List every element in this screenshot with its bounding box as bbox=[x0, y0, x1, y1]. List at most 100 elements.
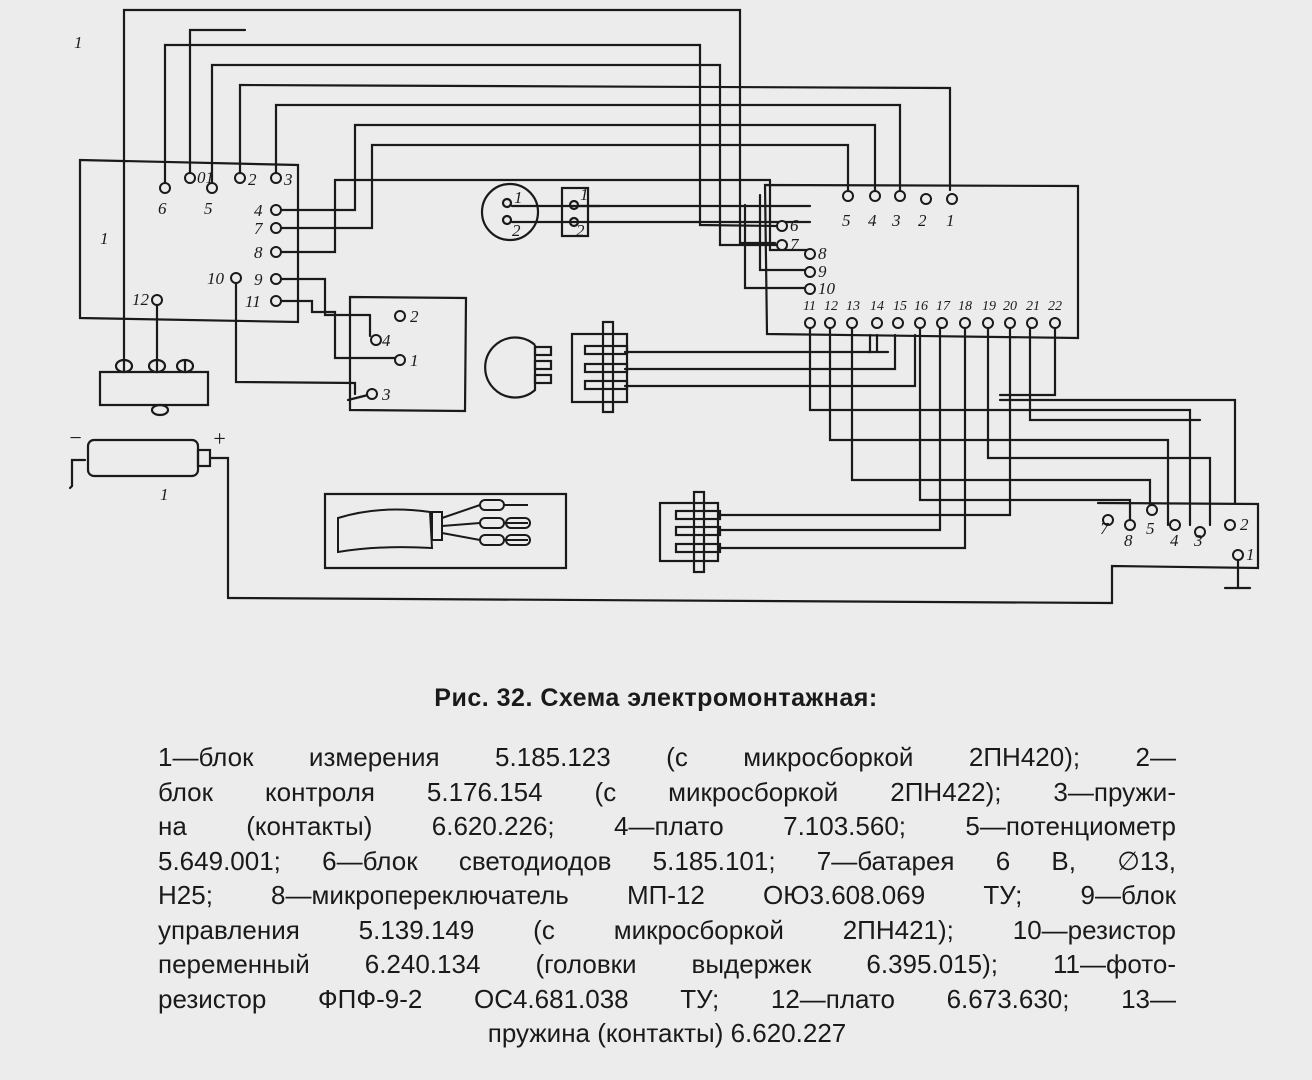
caption-line: 5.649.001; 6—блок светодиодов 5.185.101;… bbox=[158, 845, 1176, 876]
pin-label: 18 bbox=[958, 299, 972, 314]
pin-circle bbox=[1224, 519, 1236, 531]
pin-circle bbox=[270, 273, 282, 285]
pin-label: 3 bbox=[891, 211, 901, 230]
pin-circle bbox=[846, 317, 858, 329]
pin-circle bbox=[270, 204, 282, 216]
pin-circle bbox=[206, 182, 218, 194]
pin-circle bbox=[804, 283, 816, 295]
pin-circle bbox=[824, 317, 836, 329]
pin-circle bbox=[270, 246, 282, 258]
pin-label: 4 bbox=[868, 211, 877, 230]
pin-label: 6 bbox=[790, 216, 799, 235]
wiring-diagram: 1 1 6 01 5 2 3 4 7 8 9 11 10 12 2 4 1 3 … bbox=[68, 8, 1260, 605]
pin-label: 7 bbox=[1100, 519, 1110, 538]
pin-label: 12 bbox=[824, 299, 838, 314]
led-socket bbox=[570, 332, 629, 404]
pin-label: 3 bbox=[381, 385, 391, 404]
pin-circle bbox=[776, 239, 788, 251]
pin-label: 13 bbox=[846, 299, 860, 314]
pin-circle bbox=[842, 190, 854, 202]
pin-circle bbox=[234, 172, 246, 184]
pin-label: 2 bbox=[1240, 515, 1249, 534]
pin-circle bbox=[914, 317, 926, 329]
spring-contacts bbox=[98, 370, 210, 407]
pin-label: 21 bbox=[1026, 299, 1040, 314]
block-control-outline bbox=[763, 183, 1080, 340]
pin-label: 6 bbox=[158, 199, 167, 218]
pin-circle bbox=[370, 334, 382, 346]
small-connector bbox=[560, 186, 590, 238]
pin-circle bbox=[869, 190, 881, 202]
micro-switch bbox=[658, 501, 720, 563]
pin-circle bbox=[1146, 504, 1158, 516]
left-mark: 1 bbox=[74, 33, 83, 52]
caption-line: переменный 6.240.134 (головки выдержек 6… bbox=[158, 949, 1176, 979]
pin-label: 11 bbox=[803, 299, 816, 314]
pin-circle bbox=[159, 182, 171, 194]
pin-label: 8 bbox=[254, 243, 263, 262]
pin-circle bbox=[776, 220, 788, 232]
pin-label: 01 bbox=[197, 168, 214, 187]
pin-circle bbox=[892, 317, 904, 329]
pin-label: 12 bbox=[132, 290, 150, 309]
plate-outline bbox=[348, 295, 468, 413]
caption-line: блок контроля 5.176.154 (с микросборкой … bbox=[158, 776, 1176, 807]
pin-circle bbox=[804, 266, 816, 278]
pin-circle bbox=[936, 317, 948, 329]
pin-label: 1 bbox=[410, 351, 419, 370]
pin-label: 10 bbox=[818, 279, 836, 298]
pin-label: 7 bbox=[254, 219, 264, 238]
pin-label: 22 bbox=[1048, 299, 1062, 314]
pin-label: 7 bbox=[790, 235, 800, 254]
pin-label: 20 bbox=[1003, 299, 1017, 314]
pin-label: 5 bbox=[842, 211, 851, 230]
pin-circle bbox=[894, 190, 906, 202]
pin-label: 8 bbox=[1124, 531, 1133, 550]
pin-label: 4 bbox=[1170, 531, 1179, 550]
pin-circle bbox=[270, 172, 282, 184]
pin-circle bbox=[946, 193, 958, 205]
pin-circle bbox=[1232, 549, 1244, 561]
led-body bbox=[484, 336, 537, 399]
pin-circle bbox=[394, 354, 406, 366]
block-measure-outline bbox=[78, 158, 300, 324]
pin-circle bbox=[1004, 317, 1016, 329]
pin-label: 2 bbox=[248, 170, 257, 189]
pin-label: 9 bbox=[254, 270, 263, 289]
figure-caption: 1—блок измерения 5.185.123 (с микросборк… bbox=[158, 740, 1176, 1051]
battery-minus: − bbox=[68, 425, 83, 450]
pin-label: 3 bbox=[283, 170, 293, 189]
figure-title: Рис. 32. Схема электромонтажная: bbox=[434, 684, 878, 712]
block-measure-label: 1 bbox=[100, 229, 109, 248]
pin-label: 4 bbox=[382, 331, 391, 350]
pin-circle bbox=[366, 388, 378, 400]
pin-label: 10 bbox=[207, 269, 225, 288]
pin-label: 14 bbox=[870, 299, 884, 314]
pin-circle bbox=[1169, 519, 1181, 531]
caption-line: Н25; 8—микропереключатель МП-12 ОЮ3.608.… bbox=[158, 880, 1176, 910]
battery-label: 1 bbox=[160, 485, 169, 504]
pin-circle bbox=[982, 317, 994, 329]
caption-line: пружина (контакты) 6.620.227 bbox=[487, 1018, 847, 1048]
pin-circle bbox=[1026, 317, 1038, 329]
pin-circle bbox=[230, 272, 242, 284]
pin-circle bbox=[270, 222, 282, 234]
scale-panel-outline bbox=[323, 492, 568, 570]
block-right-outline bbox=[226, 501, 1260, 605]
pin-label: 16 bbox=[914, 299, 928, 314]
pin-label: 1 bbox=[580, 185, 589, 204]
pin-circle bbox=[1124, 519, 1136, 531]
pin-label: 1 bbox=[1246, 545, 1255, 564]
caption-line: на (контакты) 6.620.226; 4—плато 7.103.5… bbox=[158, 811, 1176, 841]
pin-circle bbox=[1049, 317, 1061, 329]
pin-label: 2 bbox=[410, 307, 419, 326]
caption-line: резистор ФПФ-9-2 ОС4.681.038 ТУ; 12—плат… bbox=[158, 983, 1176, 1014]
pin-label: 2 bbox=[576, 221, 585, 240]
pin-label: 8 bbox=[818, 244, 827, 263]
pin-label: 19 bbox=[982, 299, 996, 314]
pin-circle bbox=[184, 172, 196, 184]
caption-line: управления 5.139.149 (с микросборкой 2ПН… bbox=[158, 914, 1176, 945]
caption-line: 1—блок измерения 5.185.123 (с микросборк… bbox=[158, 742, 1176, 772]
pin-label: 5 bbox=[204, 199, 213, 218]
pin-label: 11 bbox=[245, 292, 261, 311]
